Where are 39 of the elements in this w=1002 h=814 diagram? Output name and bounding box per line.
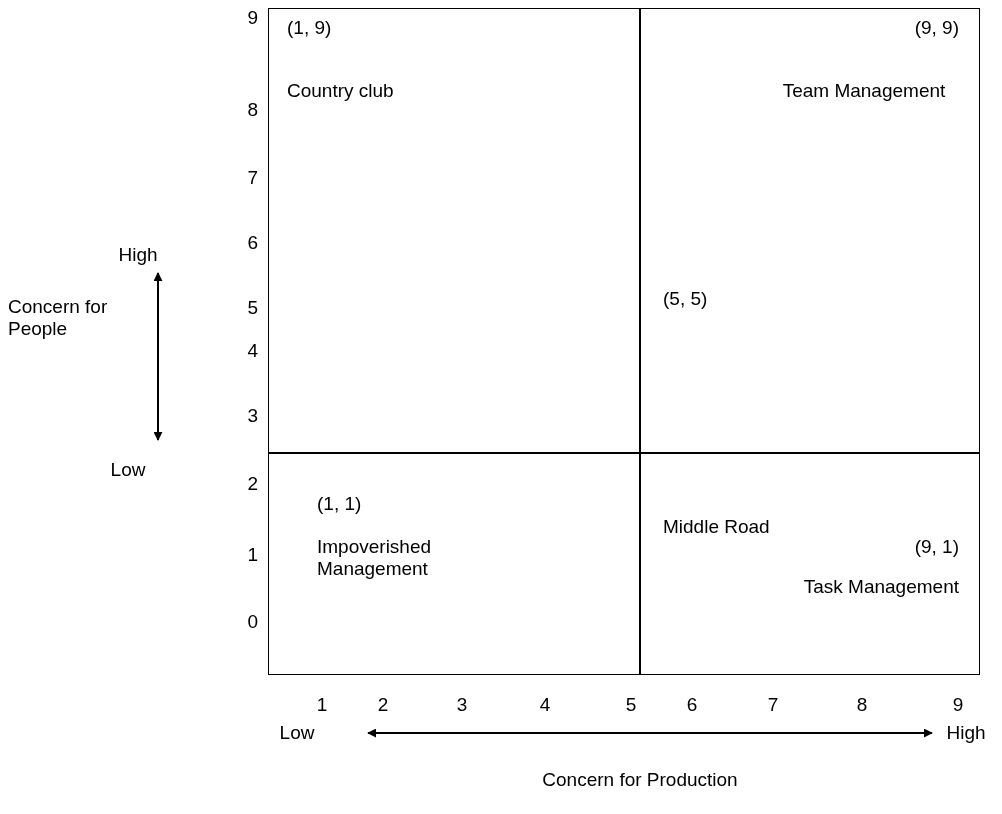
quadrant-box bbox=[268, 453, 640, 675]
axis-tick-label: 3 bbox=[247, 405, 258, 427]
quadrant-label: (9, 1) bbox=[914, 536, 959, 558]
quadrant-label: Task Management bbox=[803, 576, 959, 598]
quadrant-box bbox=[640, 453, 980, 675]
quadrant-label: Middle Road bbox=[663, 516, 770, 538]
axis-tick-label: 0 bbox=[247, 611, 258, 633]
quadrant-label: Country club bbox=[287, 80, 394, 102]
quadrant-label: Team Management bbox=[781, 80, 947, 102]
axis-tick-label: 6 bbox=[686, 694, 698, 716]
axis-tick-label: 4 bbox=[539, 694, 551, 716]
quadrant-label: (1, 1) bbox=[317, 493, 362, 515]
axis-end-label: High bbox=[946, 722, 986, 744]
axis-tick-label: 4 bbox=[247, 340, 258, 362]
axis-tick-label: 9 bbox=[952, 694, 964, 716]
axis-tick-label: 6 bbox=[247, 232, 258, 254]
axis-tick-label: 1 bbox=[247, 544, 258, 566]
axis-tick-label: 5 bbox=[625, 694, 637, 716]
axis-tick-label: 7 bbox=[767, 694, 779, 716]
axis-tick-label: 9 bbox=[247, 7, 258, 29]
quadrant-label: (1, 9) bbox=[287, 17, 332, 39]
quadrant-label: Impoverished Management bbox=[317, 536, 433, 580]
axis-title: Concern for Production bbox=[542, 769, 738, 791]
axis-tick-label: 3 bbox=[456, 694, 468, 716]
axis-tick-label: 2 bbox=[377, 694, 389, 716]
axis-end-label: Low bbox=[110, 459, 146, 481]
quadrant-box bbox=[640, 8, 980, 453]
quadrant-box bbox=[268, 8, 640, 453]
axis-tick-label: 1 bbox=[316, 694, 328, 716]
axis-tick-label: 5 bbox=[247, 297, 258, 319]
axis-tick-label: 8 bbox=[856, 694, 868, 716]
axis-tick-label: 7 bbox=[247, 167, 258, 189]
axis-end-label: High bbox=[118, 244, 158, 266]
axis-tick-label: 2 bbox=[247, 473, 258, 495]
quadrant-label: (9, 9) bbox=[914, 17, 959, 39]
quadrant-label: (5, 5) bbox=[663, 288, 708, 310]
axis-end-label: Low bbox=[279, 722, 315, 744]
axis-tick-label: 8 bbox=[247, 99, 258, 121]
axis-title: Concern for People bbox=[8, 296, 109, 340]
